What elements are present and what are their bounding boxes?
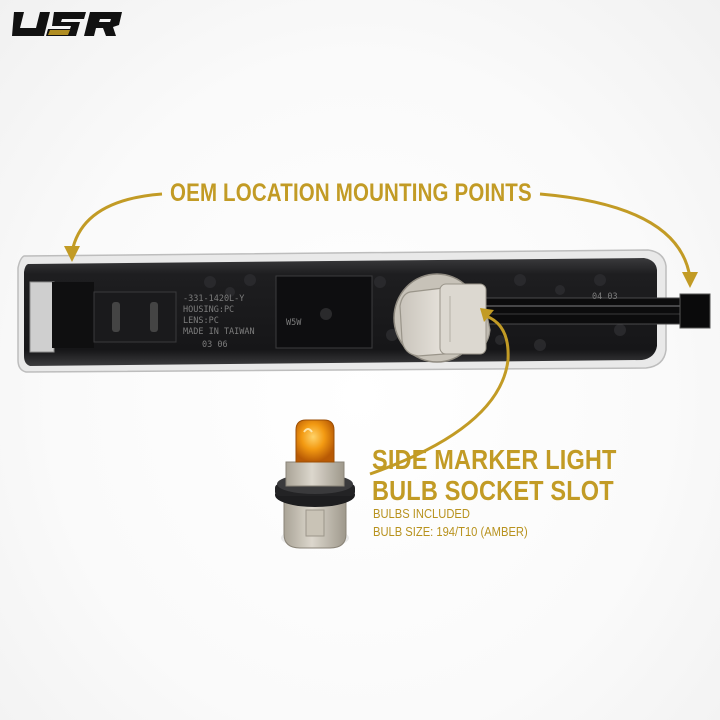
mounting-rail: [469, 297, 711, 325]
housing-marking-lens: LENS:PC: [183, 316, 219, 326]
housing-marking-part: -331-1420L-Y: [183, 294, 245, 304]
callout-mounting-points: OEM LOCATION MOUNTING POINTS: [170, 179, 532, 207]
metal-clip: [29, 281, 55, 353]
mounting-tab: [93, 291, 177, 343]
arrow-head-right: [682, 272, 698, 288]
callout-bulb-size: BULB SIZE: 194/T10 (AMBER): [373, 524, 528, 539]
housing-marking-date-right: 04 03: [592, 292, 618, 302]
housing-marking-date: 03 06: [202, 340, 228, 350]
housing-marking-origin: MADE IN TAIWAN: [183, 327, 255, 337]
arrow-head-socket: [480, 308, 494, 322]
arrow-head-left: [64, 246, 80, 262]
callout-socket-title-line1: SIDE MARKER LIGHT: [372, 444, 617, 475]
callout-arrows: [70, 192, 692, 476]
callout-bulbs-included: BULBS INCLUDED: [373, 506, 470, 521]
housing-marking-bulb: W5W: [286, 318, 302, 328]
housing-socket: [393, 273, 491, 363]
brand-logo: [10, 8, 126, 40]
housing-marking-housing: HOUSING:PC: [183, 305, 235, 315]
rail-tip: [679, 293, 711, 329]
callout-socket-title: SIDE MARKER LIGHT BULB SOCKET SLOT: [372, 444, 617, 506]
bulb-assembly: [275, 419, 355, 549]
clip-mount: [52, 282, 94, 348]
callout-socket-title-line2: BULB SOCKET SLOT: [372, 475, 614, 506]
